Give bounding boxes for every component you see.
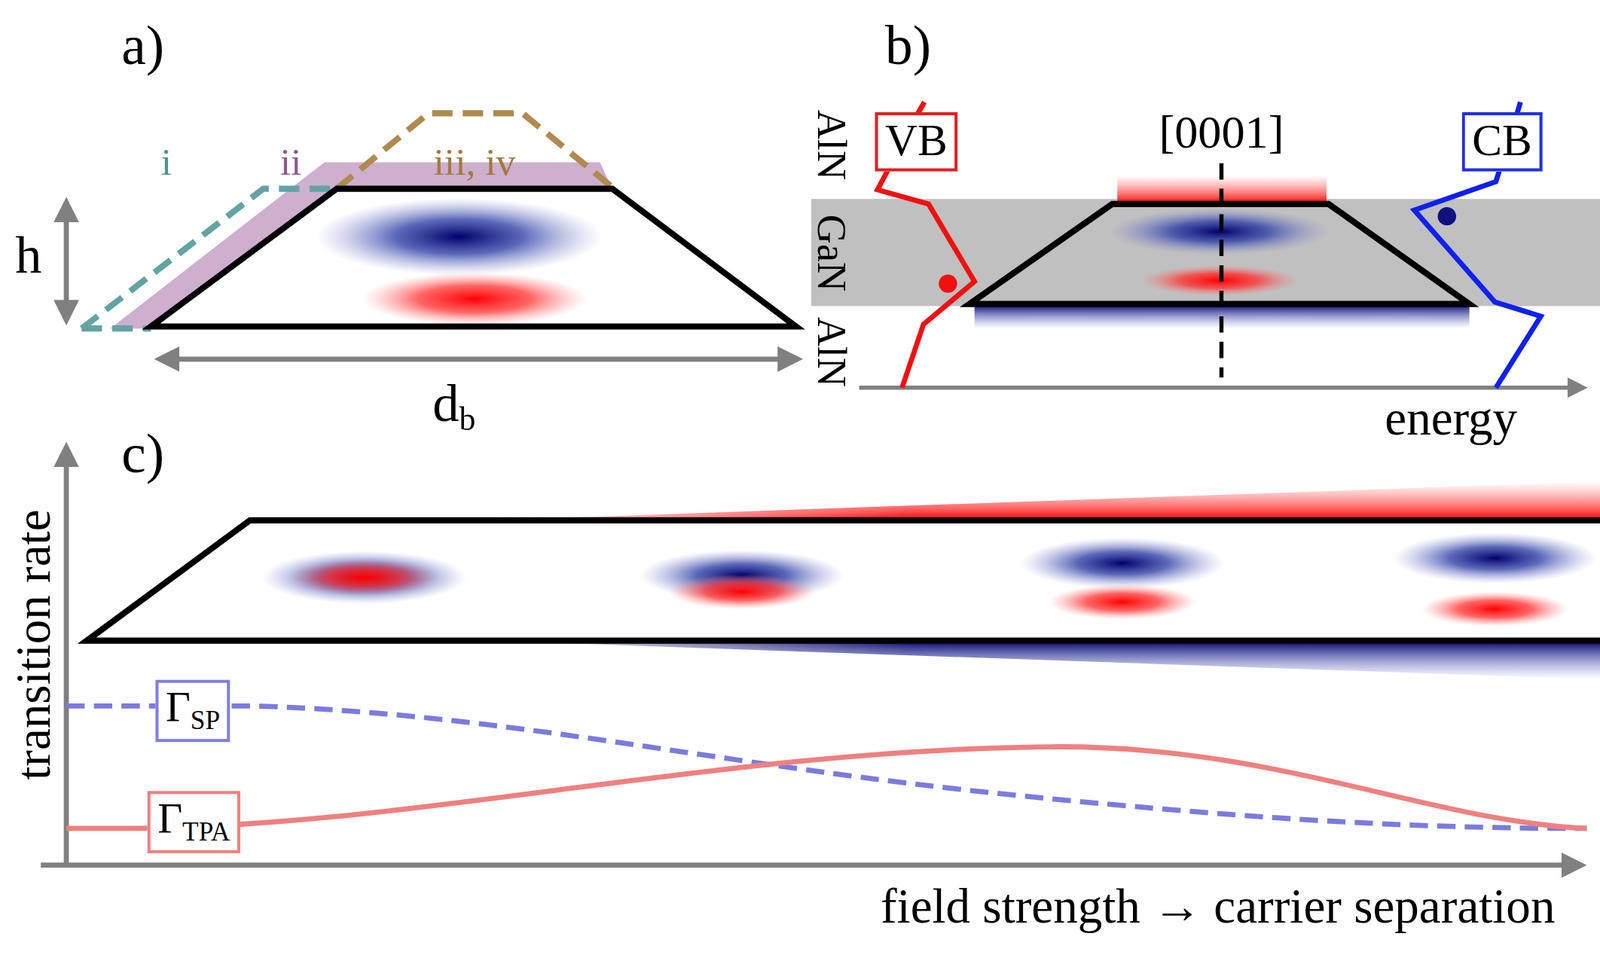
panel-b-band-diagram-part: [877, 101, 975, 388]
panel-a-structure-part: [64, 201, 70, 321]
panel-c-plot-part: [66, 705, 1587, 829]
panel-a-structure-part: [336, 112, 614, 189]
subscript: TPA: [182, 817, 230, 847]
panel-b-band-diagram-part: [859, 385, 1585, 390]
subscript: b: [458, 400, 476, 438]
panel-b-band-diagram-part: [1219, 163, 1224, 378]
panel-c-plot-part: [290, 558, 438, 596]
variant-label: i: [161, 141, 172, 181]
panel-a-structure: [66, 112, 798, 359]
axis-label: field strength → carrier separation: [880, 881, 1555, 931]
panel-c-plot-part: [64, 446, 70, 868]
node-text: ΓTPA: [157, 796, 230, 846]
rate-label-box: ΓTPA: [147, 790, 241, 854]
panel-c-plot-part: [40, 862, 1582, 868]
axis-label: transition rate: [9, 509, 59, 780]
panel-c-plot-part: [479, 642, 909, 684]
main-text: Γ: [157, 795, 183, 843]
panel-b-band-diagram-part: [938, 274, 957, 293]
band-label-box: CB: [1462, 112, 1543, 172]
panel-c-plot-part: [1392, 532, 1597, 584]
layer-label: AlN: [811, 317, 852, 388]
panel-b-band-diagram: [811, 101, 1600, 388]
panel-a-structure-part: [81, 325, 151, 332]
panel-c-plot-part: [1049, 584, 1197, 620]
main-text: Γ: [165, 683, 191, 731]
panel-c-plot-part: [1020, 537, 1225, 590]
axis-direction-label: [0001]: [1158, 109, 1284, 156]
layer-label: AlN: [811, 109, 852, 181]
dimension-label: h: [15, 228, 42, 281]
layer-label: GaN: [811, 214, 852, 292]
panel-a-structure-part: [158, 356, 798, 362]
panel-a-structure-part: [362, 272, 587, 326]
node-text: CB: [1471, 118, 1533, 164]
rate-label-box: ΓSP: [155, 680, 230, 743]
panel-c-plot-part: [668, 574, 816, 610]
variant-label: iii, iv: [433, 141, 517, 181]
panel-letter: c): [121, 426, 165, 482]
panel-a-structure-part: [316, 198, 602, 276]
panel-a-structure-part: [81, 189, 337, 330]
axis-label: energy: [1384, 393, 1518, 443]
main-text: d: [432, 373, 459, 432]
panel-letter: a): [121, 18, 165, 74]
variant-label: ii: [280, 141, 303, 181]
panel-c-plot-part: [86, 520, 1600, 642]
panel-b-band-diagram-part: [1438, 207, 1457, 226]
panel-c-plot-part: [66, 747, 1587, 829]
subscript: SP: [190, 705, 220, 736]
panel-b-band-diagram-part: [1413, 101, 1541, 388]
band-label-box: VB: [874, 112, 958, 172]
panel-c-plot-part: [479, 477, 909, 521]
panel-a-structure-part: [150, 189, 796, 327]
node-text: VB: [885, 118, 948, 164]
node-text: ΓSP: [165, 686, 220, 735]
dimension-label: db: [432, 376, 476, 436]
panel-c-plot-part: [262, 550, 467, 604]
panel-letter: b): [885, 18, 932, 74]
panel-c-plot-part: [1421, 592, 1569, 627]
panel-c-plot: [40, 446, 1600, 868]
